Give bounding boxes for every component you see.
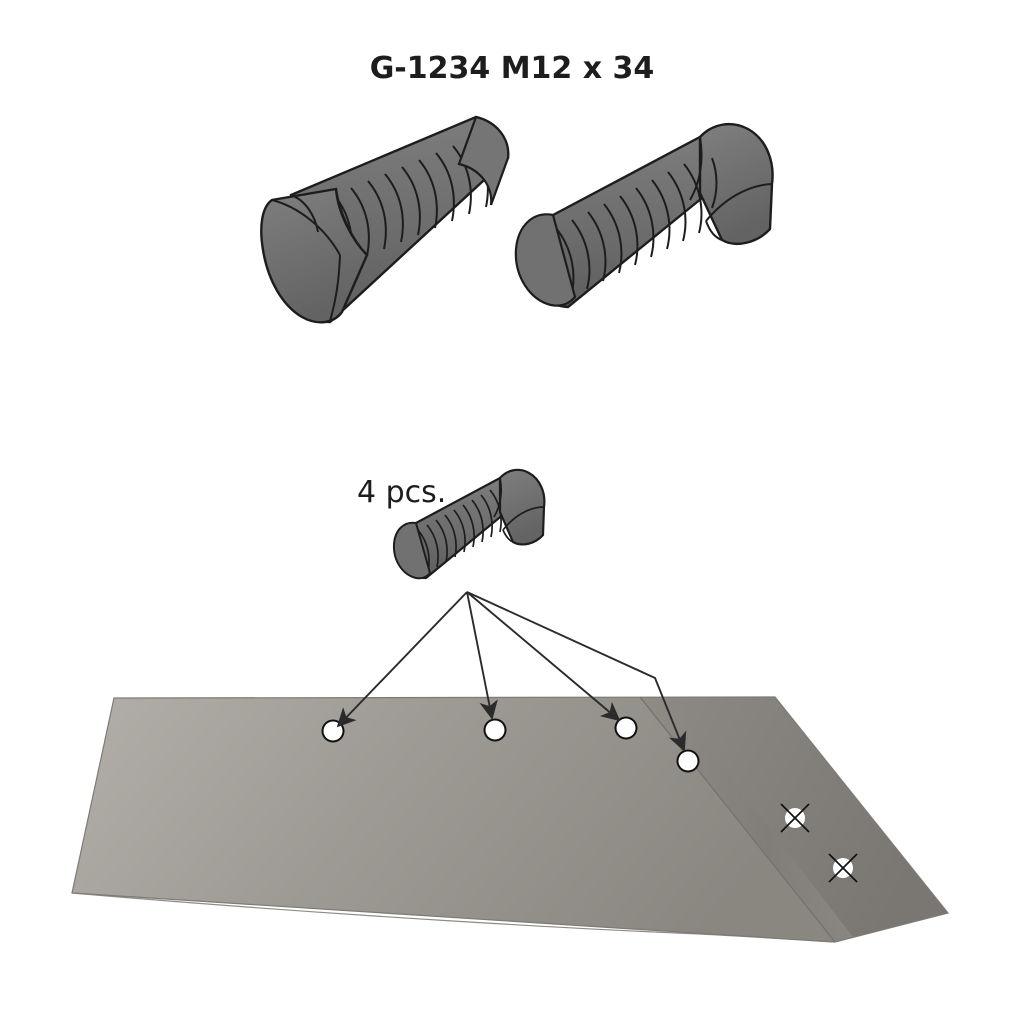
plate-face-front <box>72 697 835 942</box>
bolt-hole-2[interactable] <box>483 718 507 742</box>
bolt-small-head <box>498 468 546 546</box>
crosshair-icon <box>828 853 858 883</box>
marked-hole-2[interactable] <box>828 853 858 883</box>
bolt-right-head-shoulder <box>711 157 718 209</box>
arrow-to-hole-1 <box>336 591 468 728</box>
bolt-left-head-facets <box>271 188 368 322</box>
marked-hole-group <box>780 803 858 883</box>
bolt-large-left <box>260 115 510 324</box>
arrow-to-hole-4 <box>466 591 687 752</box>
callout-arrow-group <box>336 591 687 752</box>
bolt-large-right <box>514 122 774 309</box>
plate-outline <box>71 696 950 943</box>
sheet-metal-plate <box>71 696 950 943</box>
arrow-to-hole-3 <box>466 591 621 722</box>
quantity-label: 4 pcs. <box>357 475 446 510</box>
page-title: G-1234 M12 x 34 <box>370 51 655 86</box>
bolt-small-callout <box>392 468 546 580</box>
arrow-to-hole-2 <box>466 591 498 720</box>
bolt-right-head <box>698 122 774 245</box>
bolt-hole-group <box>321 716 700 773</box>
bolt-right-head-facets <box>689 136 773 241</box>
bolt-right-shaft-end <box>514 213 577 307</box>
bolt-small-head-facets <box>493 477 545 543</box>
marked-hole-1[interactable] <box>780 803 810 833</box>
bolt-hole-4[interactable] <box>676 749 700 773</box>
bolt-small-shaft-end <box>392 521 432 580</box>
bolt-left-head-shoulder <box>290 194 319 233</box>
bolt-left-shaft-end <box>457 115 510 206</box>
bolt-hole-3[interactable] <box>614 716 638 740</box>
crosshair-icon <box>780 803 810 833</box>
